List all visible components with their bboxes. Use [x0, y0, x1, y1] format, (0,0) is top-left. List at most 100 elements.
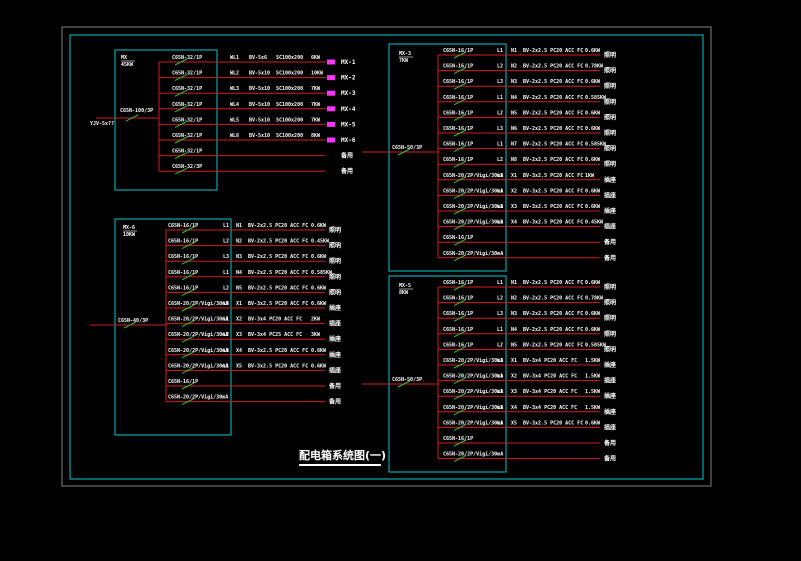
- outer-frame: [61, 26, 712, 487]
- load-power: 1.5KW: [585, 358, 601, 364]
- breaker-symbol: [174, 105, 188, 113]
- breaker-label: C65N-20/2P/Vigi/30mA: [168, 301, 228, 307]
- load-power: 0.6KW: [585, 420, 601, 426]
- breaker-symbol: [181, 335, 195, 343]
- breaker-symbol: [453, 345, 467, 353]
- load-use: 插座: [329, 351, 341, 359]
- breaker-label: C65N-16/1P: [443, 48, 473, 54]
- incoming-breaker-symbol: [397, 148, 411, 156]
- breaker-symbol: [174, 120, 188, 128]
- circuit-number: N6: [511, 126, 517, 132]
- load-power: 7KW: [311, 102, 321, 108]
- panel-name: MX: [121, 55, 127, 61]
- cable-spec: BV-2x2.5 PC20 ACC FC: [523, 126, 583, 132]
- cable-spec: BV-2x2.5 PC20 ACC FC: [248, 239, 308, 245]
- phase-label: L3: [497, 79, 503, 85]
- phase-label: L2: [497, 110, 503, 116]
- load-power: 0.6KW: [585, 204, 601, 210]
- circuit-number: N1: [236, 223, 242, 229]
- breaker-label: C65N-20/2P/Vigi/30mA: [443, 204, 503, 210]
- cable-spec: BV-2x2.5 PC20 ACC FC: [248, 270, 308, 276]
- spare-label: 备用: [328, 382, 341, 390]
- cable-spec: BV-2x2.5 PC20 ACC FC: [248, 254, 308, 260]
- load-power: 0.6KW: [585, 126, 601, 132]
- load-power: 0.6KW: [585, 48, 601, 54]
- phase-label: L1: [497, 188, 503, 194]
- phase-label: L3: [223, 348, 229, 354]
- breaker-label: C65N-32/1P: [172, 55, 202, 61]
- phase-label: L1: [497, 48, 503, 54]
- load-power: 7KW: [311, 86, 321, 92]
- breaker-label: C65N-16/1P: [443, 79, 473, 85]
- phase-label: L1: [223, 317, 229, 323]
- load-use: 插座: [329, 304, 341, 312]
- breaker-label: C65N-20/2P/Vigi/30mA: [168, 395, 228, 401]
- breaker-symbol: [181, 351, 195, 359]
- cable-spec: BV-3x2.5 PC20 ACC FC: [523, 420, 583, 426]
- load-use: 插座: [604, 207, 616, 215]
- cable-spec: BV-2x2.5 PC20 ACC FC: [523, 48, 583, 54]
- phase-label: L3: [497, 358, 503, 364]
- breaker-label: C65N-20/2P/Vigi/30mA: [443, 358, 503, 364]
- load-use: 照明: [604, 330, 616, 338]
- phase-label: L2: [497, 204, 503, 210]
- pipe-spec: SC100x200: [276, 102, 303, 108]
- sub-panel-name: MX-5: [341, 121, 356, 128]
- cable-spec: BV-3x4 PC20 ACC FC: [248, 317, 302, 323]
- cable-spec: BV-5x10: [249, 71, 270, 77]
- breaker-label: C65N-32/1P: [172, 86, 202, 92]
- load-use: 照明: [604, 314, 616, 322]
- breaker-symbol: [174, 58, 188, 66]
- load-power: 0.585KW: [311, 270, 333, 276]
- load-power: 0.6KW: [585, 157, 601, 163]
- load-use: 照明: [329, 273, 341, 281]
- incoming-breaker-symbol: [123, 321, 137, 329]
- breaker-label: C65N-16/1P: [443, 280, 473, 286]
- breaker-label: C65N-16/1P: [443, 95, 473, 101]
- load-use: 照明: [604, 283, 616, 291]
- load-use: 照明: [329, 288, 341, 296]
- breaker-symbol: [453, 238, 467, 246]
- breaker-label: C65N-16/1P: [168, 379, 198, 385]
- load-use: 照明: [604, 160, 616, 168]
- breaker-symbol: [181, 366, 195, 374]
- phase-label: L3: [497, 220, 503, 226]
- breaker-label: C65N-20/2P/Vigi/30mA: [168, 317, 228, 323]
- cable-spec: BV-2x2.5 PC20 ACC FC: [523, 327, 583, 333]
- panel-power: 10KW: [123, 232, 136, 238]
- load-use: 照明: [604, 129, 616, 137]
- circuit-number: X1: [511, 173, 517, 179]
- cable-spec: BV-2x2.5 PC20 ACC FC: [523, 342, 583, 348]
- breaker-label: C65N-32/1P: [172, 71, 202, 77]
- load-use: 照明: [604, 113, 616, 121]
- breaker-label: C65N-16/1P: [443, 342, 473, 348]
- breaker-symbol: [453, 67, 467, 75]
- breaker-symbol: [453, 423, 467, 431]
- breaker-symbol: [453, 408, 467, 416]
- breaker-label: C65N-20/2P/Vigi/30mA: [443, 220, 503, 226]
- circuit-number: WL3: [230, 86, 239, 92]
- pipe-spec: SC100x200: [276, 133, 303, 139]
- circuit-number: X5: [236, 363, 242, 369]
- circuit-number: WL6: [230, 133, 239, 139]
- phase-label: L3: [497, 405, 503, 411]
- circuit-number: N2: [236, 239, 242, 245]
- cable-spec: BV-3x2.5 PC20 ACC FC: [248, 348, 308, 354]
- breaker-symbol: [181, 257, 195, 265]
- sub-panel-name: MX-4: [341, 106, 356, 113]
- phase-label: L1: [223, 270, 229, 276]
- load-power: 0.6KW: [311, 285, 327, 291]
- load-use: 插座: [329, 366, 341, 374]
- breaker-symbol: [453, 223, 467, 231]
- circuit-number: X3: [511, 389, 517, 395]
- breaker-symbol: [453, 207, 467, 215]
- breaker-symbol: [174, 152, 188, 160]
- breaker-label: C65N-20/2P/Vigi/30mA: [443, 188, 503, 194]
- load-power: 0.585KW: [585, 142, 607, 148]
- breaker-label: C65N-16/1P: [168, 254, 198, 260]
